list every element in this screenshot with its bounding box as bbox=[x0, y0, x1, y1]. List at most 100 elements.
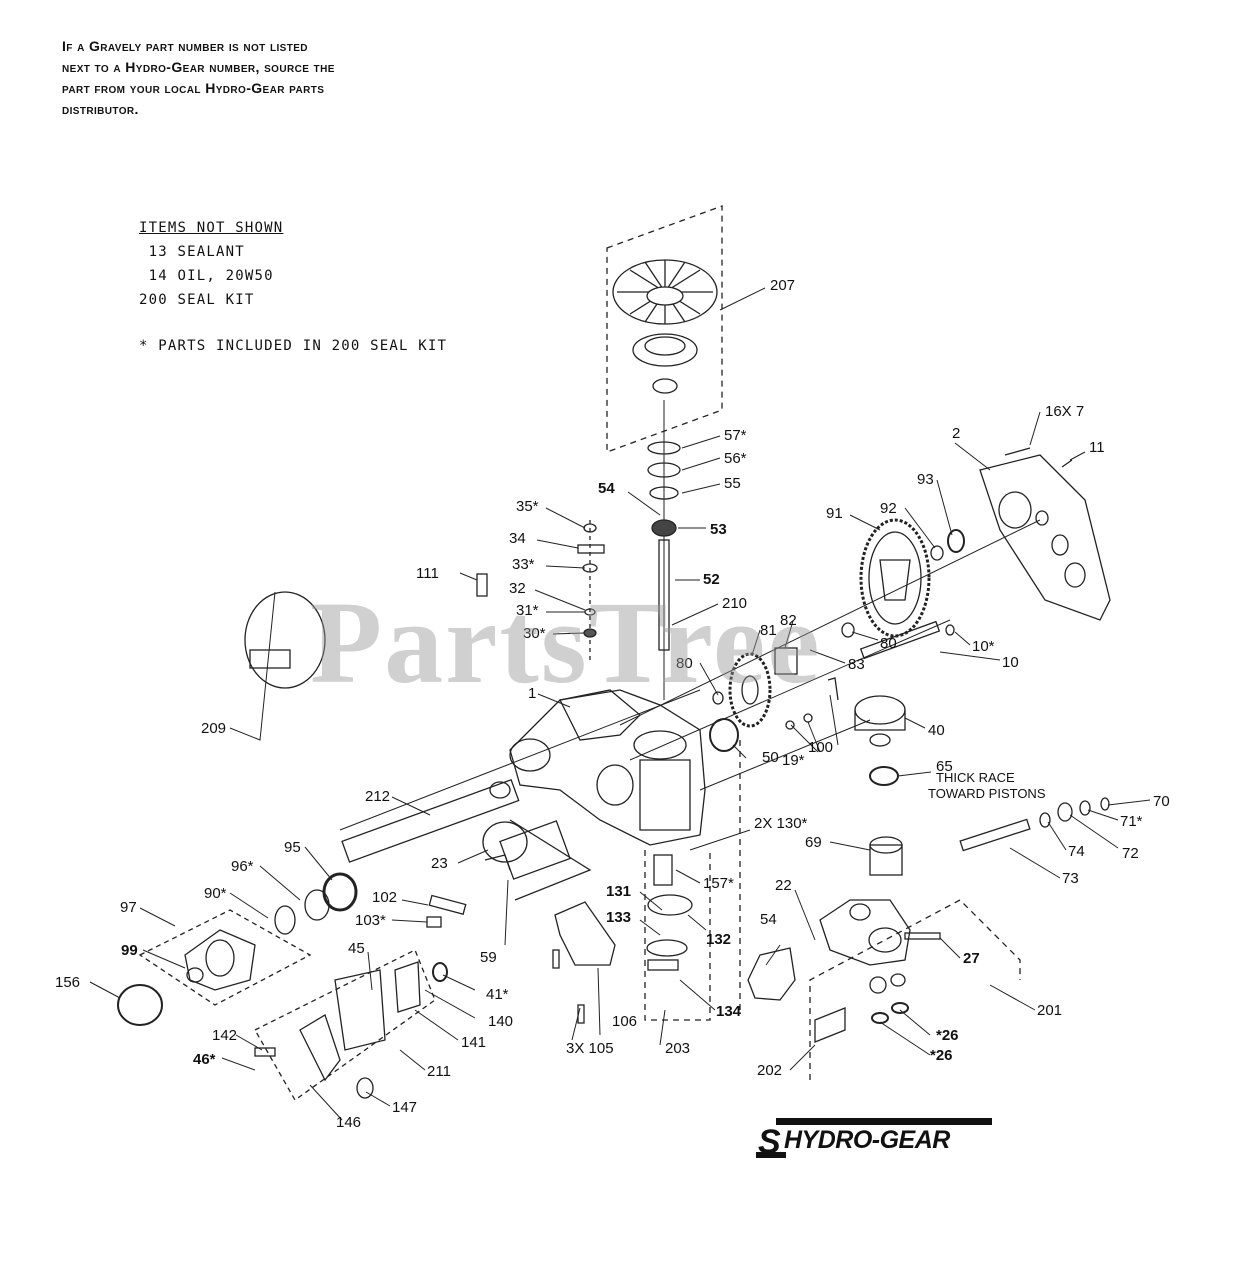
callout: 203 bbox=[665, 1040, 690, 1057]
callout: 90* bbox=[204, 885, 227, 902]
callout: 80 bbox=[880, 635, 897, 652]
callout: 2 bbox=[952, 425, 960, 442]
logo-bar bbox=[776, 1118, 992, 1125]
callout: THICK RACE bbox=[936, 770, 1015, 785]
callout: 16X 7 bbox=[1045, 403, 1084, 420]
callout: 80 bbox=[676, 655, 693, 672]
callout: 41* bbox=[486, 986, 509, 1003]
callout: 23 bbox=[431, 855, 448, 872]
hydro-gear-logo: S HYDRO-GEAR bbox=[756, 1118, 992, 1161]
callout: 134 bbox=[716, 1003, 742, 1020]
callout: 3X 105 bbox=[566, 1040, 614, 1057]
callout: 72 bbox=[1122, 845, 1139, 862]
callout: 95 bbox=[284, 839, 301, 856]
callout: 50 bbox=[762, 749, 779, 766]
items-not-shown: ITEMS NOT SHOWN 13 SEALANT 14 OIL, 20W50… bbox=[139, 216, 447, 358]
callout: 55 bbox=[724, 475, 741, 492]
cooling-fan bbox=[612, 259, 718, 394]
callout: 82 bbox=[780, 612, 797, 629]
parts-notice: If a Gravely part number is not listed n… bbox=[62, 36, 462, 120]
notice-line: part from your local Hydro-Gear parts bbox=[62, 80, 325, 96]
callout: 131 bbox=[606, 883, 631, 900]
drawing-linework bbox=[117, 205, 1111, 1101]
callout: 19* bbox=[782, 752, 805, 769]
callout: 81 bbox=[760, 622, 777, 639]
callout: 53 bbox=[710, 521, 727, 538]
side-cover bbox=[979, 454, 1111, 621]
callout: 45 bbox=[348, 940, 365, 957]
items-line: 13 SEALANT bbox=[139, 244, 245, 260]
callout: 212 bbox=[365, 788, 390, 805]
leader-lines bbox=[89, 287, 1151, 1121]
callout: 157* bbox=[703, 875, 734, 892]
callout: 52 bbox=[703, 571, 720, 588]
callout: 146 bbox=[336, 1114, 361, 1131]
notice-line: next to a Hydro-Gear number, source the bbox=[62, 59, 335, 75]
callout: 57* bbox=[724, 427, 747, 444]
callout: 69 bbox=[805, 834, 822, 851]
main-housing bbox=[509, 689, 706, 846]
callout: 83 bbox=[848, 656, 865, 673]
callout: 46* bbox=[193, 1051, 216, 1068]
callout: *26 bbox=[936, 1027, 959, 1044]
callout: 140 bbox=[488, 1013, 513, 1030]
items-line: 14 OIL, 20W50 bbox=[139, 268, 274, 284]
notice-line: If a Gravely part number is not listed bbox=[62, 38, 308, 54]
callout: 74 bbox=[1068, 843, 1085, 860]
callout: 92 bbox=[880, 500, 897, 517]
callout: *26 bbox=[930, 1047, 953, 1064]
callout: 34 bbox=[509, 530, 526, 547]
callout: 103* bbox=[355, 912, 386, 929]
notice-line: distributor. bbox=[62, 101, 139, 117]
callout: 201 bbox=[1037, 1002, 1062, 1019]
items-header: ITEMS NOT SHOWN bbox=[139, 220, 284, 236]
callout: 142 bbox=[212, 1027, 237, 1044]
center-section bbox=[819, 899, 911, 966]
callout: 22 bbox=[775, 877, 792, 894]
callout: 132 bbox=[706, 931, 731, 948]
callout: 207 bbox=[770, 277, 795, 294]
callout: 100 bbox=[808, 739, 833, 756]
callout: TOWARD PISTONS bbox=[928, 786, 1046, 801]
callout: 32 bbox=[509, 580, 526, 597]
callout: 54 bbox=[598, 480, 615, 497]
callout: 141 bbox=[461, 1034, 486, 1051]
callout: 2X 130* bbox=[754, 815, 808, 832]
callout: 10* bbox=[972, 638, 995, 655]
callout: 54 bbox=[760, 911, 777, 928]
items-line: 200 SEAL KIT bbox=[139, 292, 255, 308]
callout: 33* bbox=[512, 556, 535, 573]
callout: 97 bbox=[120, 899, 137, 916]
callout: 10 bbox=[1002, 654, 1019, 671]
callout: 106 bbox=[612, 1013, 637, 1030]
callout: 73 bbox=[1062, 870, 1079, 887]
callout: 96* bbox=[231, 858, 254, 875]
callout: 133 bbox=[606, 909, 631, 926]
callout: 31* bbox=[516, 602, 539, 619]
logo-bar bbox=[756, 1152, 786, 1158]
callout: 11 bbox=[1089, 439, 1105, 456]
callout: 40 bbox=[928, 722, 945, 739]
callout: 71* bbox=[1120, 813, 1143, 830]
watermark-text: PartsTree bbox=[310, 577, 822, 708]
callout: 30* bbox=[523, 625, 546, 642]
callout: 99 bbox=[121, 942, 138, 959]
callout: 65 bbox=[936, 758, 953, 775]
logo-mark: S bbox=[758, 1123, 781, 1161]
callout: 59 bbox=[480, 949, 497, 966]
callout: 111 bbox=[416, 565, 439, 582]
callout: 93 bbox=[917, 471, 934, 488]
callout: 147 bbox=[392, 1099, 417, 1116]
callout: 211 bbox=[427, 1063, 451, 1080]
callout-labels: 207 57* 56* 55 54 53 52 2 10 35* 34 33* 3… bbox=[55, 277, 1170, 1131]
callout: 27 bbox=[963, 950, 980, 967]
callout: 102 bbox=[372, 889, 397, 906]
callout: 156 bbox=[55, 974, 80, 991]
callout: 70 bbox=[1153, 793, 1170, 810]
callout: 202 bbox=[757, 1062, 782, 1079]
callout: 35* bbox=[516, 498, 539, 515]
callout: 56* bbox=[724, 450, 747, 467]
logo-text: HYDRO-GEAR bbox=[784, 1126, 950, 1154]
gear-91 bbox=[859, 518, 931, 638]
